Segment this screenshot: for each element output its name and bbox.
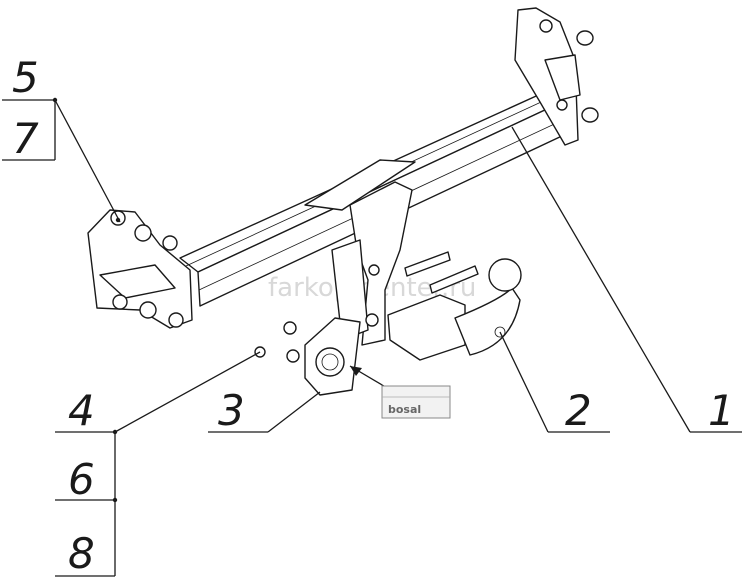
leader-line-1: [511, 126, 691, 433]
mounting-bolts: [404, 251, 479, 294]
callout-5: 5: [12, 53, 39, 102]
center-mount-bracket: [331, 181, 413, 346]
right-bracket-bolts: [576, 30, 599, 123]
washers-and-nuts: [254, 321, 300, 363]
left-bracket: [87, 209, 193, 329]
callout-7: 7: [12, 114, 39, 163]
right-bracket: [514, 7, 581, 146]
tow-ball-arm: [387, 258, 522, 361]
callout-1: 1: [708, 386, 735, 435]
left-bracket-bolts: [162, 235, 184, 328]
leader-line-5: [54, 99, 121, 223]
leader-line-2: [499, 331, 549, 433]
callout-3: 3: [218, 386, 245, 435]
callout-2: 2: [565, 386, 592, 435]
callout-8: 8: [68, 529, 95, 578]
bosal-label-tag: bosal: [349, 365, 451, 419]
leader-line-3: [267, 391, 321, 433]
socket-plate: [304, 317, 361, 396]
top-plate: [304, 159, 416, 211]
callout-4: 4: [68, 386, 95, 435]
leader-line-4: [114, 351, 261, 433]
callout-6: 6: [68, 455, 95, 504]
bosal-label-text: bosal: [388, 403, 421, 416]
